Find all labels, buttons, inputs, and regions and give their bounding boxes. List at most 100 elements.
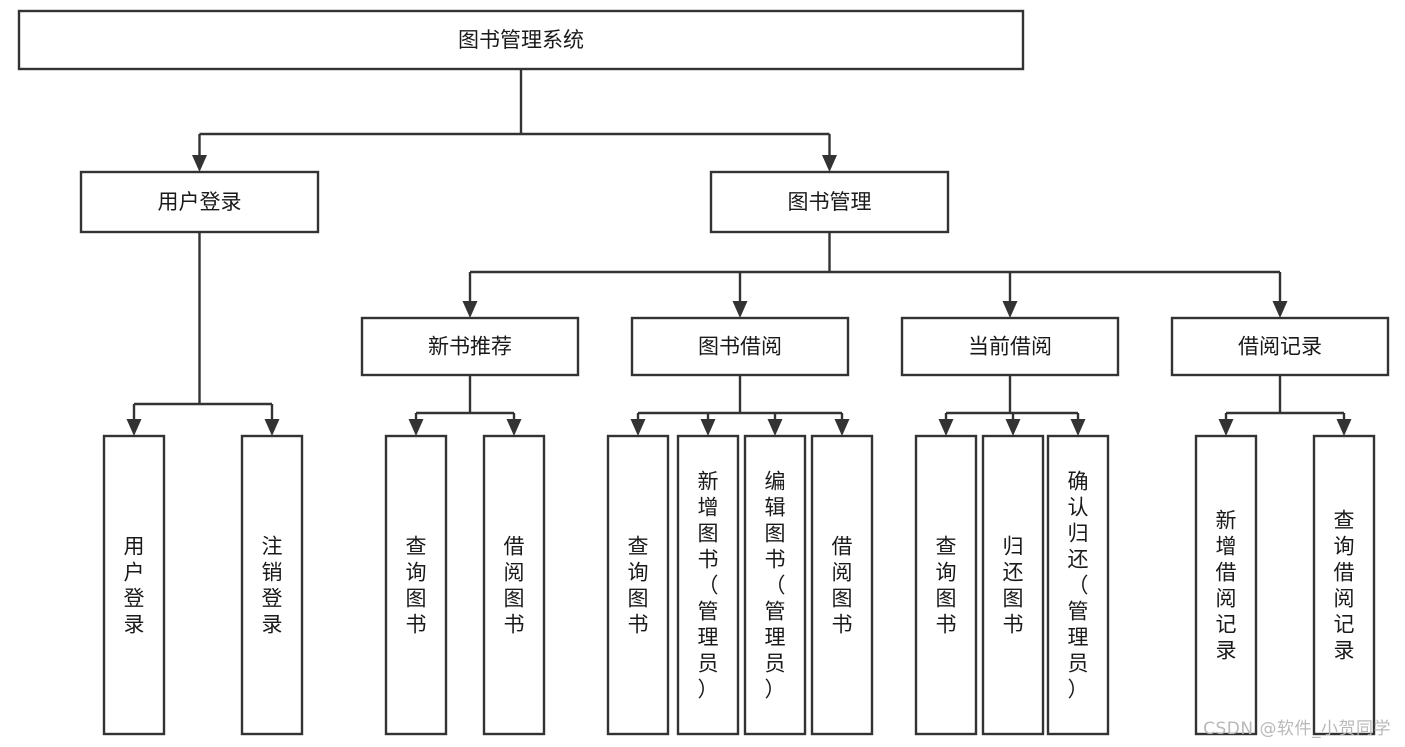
node-leaf-confirm-return-label-char: （ xyxy=(1068,573,1089,597)
node-user-login-rect xyxy=(79,170,320,234)
node-new-book-recommend[interactable]: 新书推荐 xyxy=(360,316,580,377)
arrow-head-icon xyxy=(1070,419,1086,436)
node-leaf-user-login-label-char: 户 xyxy=(124,560,145,584)
node-leaf-add-book-label-char: 理 xyxy=(698,625,719,649)
arrow-head-icon xyxy=(408,419,424,436)
node-leaf-edit-book-label-char: 辑 xyxy=(765,495,786,519)
node-leaf-query-book-2-label-char: 书 xyxy=(628,612,649,636)
node-leaf-user-logout[interactable]: 注销登录注销登录 xyxy=(240,434,304,736)
node-leaf-query-book-1-label-char: 图 xyxy=(406,586,427,610)
node-borrow-record[interactable]: 借阅记录 xyxy=(1170,316,1390,377)
node-leaf-user-logout-label-char: 注 xyxy=(262,534,283,558)
node-book-borrow-label: 图书借阅 xyxy=(698,335,782,359)
node-root[interactable]: 图书管理系统 xyxy=(17,9,1025,71)
node-root-rect xyxy=(17,9,1025,71)
node-leaf-borrow-book-1[interactable]: 借阅图书借阅图书 xyxy=(482,434,546,736)
node-leaf-add-book-label-char: 新 xyxy=(698,469,719,493)
node-leaf-query-record-label-char: 借 xyxy=(1334,560,1355,584)
node-leaf-user-logout-rect xyxy=(240,434,304,736)
node-leaf-edit-book-label-char: （ xyxy=(765,573,786,597)
node-leaf-edit-book-label-char: 图 xyxy=(765,521,786,545)
node-leaf-query-record-label-char: 询 xyxy=(1334,534,1355,558)
node-leaf-query-book-3[interactable]: 查询图书查询图书 xyxy=(914,434,978,736)
node-leaf-query-book-1[interactable]: 查询图书查询图书 xyxy=(384,434,448,736)
arrow-head-icon xyxy=(630,419,646,436)
node-leaf-add-book-label-char: （ xyxy=(698,573,719,597)
arrow-head-icon xyxy=(126,419,142,436)
node-borrow-record-label: 借阅记录 xyxy=(1238,335,1322,359)
node-leaf-confirm-return-label-char: 理 xyxy=(1068,625,1089,649)
node-leaf-add-record-label-char: 新 xyxy=(1216,508,1237,532)
node-leaf-query-book-1-label-char: 查 xyxy=(406,534,427,558)
node-leaf-edit-book-label-char: 员 xyxy=(765,651,786,675)
node-leaf-query-record-label-char: 查 xyxy=(1334,508,1355,532)
node-leaf-add-book-label-char: 管 xyxy=(698,599,719,623)
node-leaf-return-book-label-char: 书 xyxy=(1003,612,1024,636)
node-leaf-edit-book-label-char: 管 xyxy=(765,599,786,623)
node-leaf-edit-book-label-char: ） xyxy=(765,677,786,701)
node-leaf-add-book-label-char: 书 xyxy=(698,547,719,571)
node-leaf-query-book-2-label-char: 图 xyxy=(628,586,649,610)
node-book-borrow-rect xyxy=(630,316,850,377)
node-leaf-query-book-2-label-char: 查 xyxy=(628,534,649,558)
node-leaf-query-book-3-label-char: 查 xyxy=(936,534,957,558)
node-leaf-borrow-book-2-rect xyxy=(810,434,874,736)
node-current-borrow-label: 当前借阅 xyxy=(968,335,1052,359)
node-leaf-edit-book-label-char: 理 xyxy=(765,625,786,649)
node-leaf-add-book-label-char: 图 xyxy=(698,521,719,545)
arrow-head-icon xyxy=(1272,301,1288,318)
node-leaf-add-book-label-char: 员 xyxy=(698,651,719,675)
arrow-head-icon xyxy=(506,419,522,436)
node-leaf-borrow-book-1-label-char: 借 xyxy=(504,534,525,558)
node-leaf-user-logout-label-char: 登 xyxy=(262,586,283,610)
node-leaf-query-book-3-label-char: 书 xyxy=(936,612,957,636)
node-leaf-borrow-book-1-rect xyxy=(482,434,546,736)
node-current-borrow[interactable]: 当前借阅 xyxy=(900,316,1120,377)
arrow-head-icon xyxy=(938,419,954,436)
node-leaf-confirm-return-rect xyxy=(1046,434,1110,736)
node-leaf-edit-book-label-char: 书 xyxy=(765,547,786,571)
node-leaf-query-record-label-char: 阅 xyxy=(1334,586,1355,610)
node-leaf-query-book-2[interactable]: 查询图书查询图书 xyxy=(606,434,670,736)
node-book-borrow[interactable]: 图书借阅 xyxy=(630,316,850,377)
node-leaf-user-login[interactable]: 用户登录用户登录 xyxy=(102,434,166,736)
arrow-head-icon xyxy=(767,419,783,436)
node-leaf-add-record[interactable]: 新增借阅记录新增借阅记录 xyxy=(1194,434,1258,736)
node-borrow-record-rect xyxy=(1170,316,1390,377)
node-leaf-borrow-book-1-label-char: 阅 xyxy=(504,560,525,584)
node-user-login[interactable]: 用户登录 xyxy=(79,170,320,234)
node-leaf-add-record-rect xyxy=(1194,434,1258,736)
node-user-login-label: 用户登录 xyxy=(158,190,242,214)
arrow-head-icon xyxy=(1002,301,1018,318)
node-leaf-query-record-label-char: 录 xyxy=(1334,638,1355,662)
arrow-head-icon xyxy=(1336,419,1352,436)
node-leaf-borrow-book-2[interactable]: 借阅图书借阅图书 xyxy=(810,434,874,736)
node-leaf-return-book-label-char: 图 xyxy=(1003,586,1024,610)
node-leaf-add-record-label-char: 录 xyxy=(1216,638,1237,662)
node-leaf-add-record-label-char: 阅 xyxy=(1216,586,1237,610)
node-leaf-user-login-label-char: 用 xyxy=(124,534,145,558)
node-leaf-borrow-book-2-label-char: 借 xyxy=(832,534,853,558)
node-leaf-add-record-label-char: 借 xyxy=(1216,560,1237,584)
node-leaf-borrow-book-2-label-char: 阅 xyxy=(832,560,853,584)
node-leaf-confirm-return-label-char: 归 xyxy=(1068,521,1089,545)
node-leaf-user-login-label-char: 登 xyxy=(124,586,145,610)
node-leaf-borrow-book-1-label-char: 图 xyxy=(504,586,525,610)
node-leaf-confirm-return-label-char: 还 xyxy=(1068,547,1089,571)
node-leaf-return-book[interactable]: 归还图书归还图书 xyxy=(981,434,1045,736)
node-leaf-query-record[interactable]: 查询借阅记录查询借阅记录 xyxy=(1312,434,1376,736)
arrow-head-icon xyxy=(1218,419,1234,436)
node-leaf-borrow-book-1-label-char: 书 xyxy=(504,612,525,636)
node-leaf-return-book-label-char: 还 xyxy=(1003,560,1024,584)
arrow-head-icon xyxy=(834,419,850,436)
node-leaf-user-logout-label-char: 销 xyxy=(262,560,283,584)
node-layer: 图书管理系统用户登录图书管理新书推荐图书借阅当前借阅借阅记录用户登录用户登录注销… xyxy=(17,9,1390,736)
node-leaf-edit-book-rect xyxy=(743,434,807,736)
node-leaf-confirm-return-label-char: 管 xyxy=(1068,599,1089,623)
node-book-manage[interactable]: 图书管理 xyxy=(709,170,950,234)
